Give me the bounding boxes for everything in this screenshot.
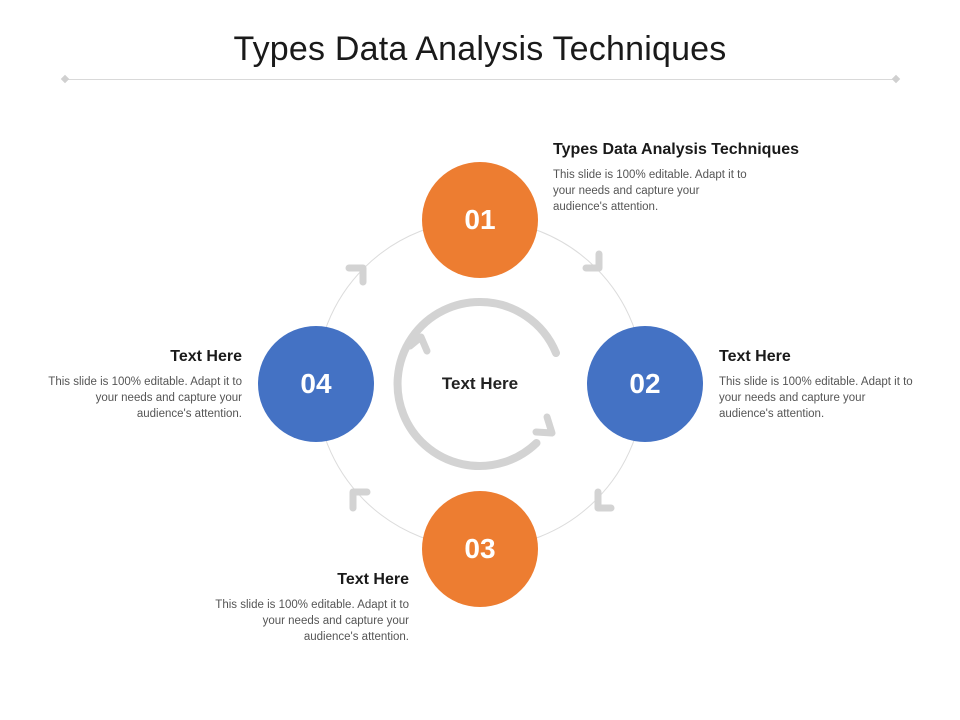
step-02-textbox: Text Here This slide is 100% editable. A… [719, 348, 919, 422]
step-02-description: This slide is 100% editable. Adapt it to… [719, 376, 913, 420]
step-03-description: This slide is 100% editable. Adapt it to… [215, 599, 409, 643]
step-03-circle: 03 [422, 491, 538, 607]
step-02-heading: Text Here [719, 348, 791, 365]
center-label: Text Here [441, 374, 519, 393]
slide-title: Types Data Analysis Techniques [233, 30, 727, 68]
center-cycle-arc-lower [393, 297, 541, 470]
center-cycle-arrowhead-right-icon [532, 413, 556, 437]
cycle-arrow-bottom-left-icon [349, 488, 371, 512]
title-divider [60, 74, 901, 84]
step-04-circle: 04 [258, 326, 374, 442]
step-01-description: This slide is 100% editable. Adapt it to… [553, 169, 747, 213]
step-04-description: This slide is 100% editable. Adapt it to… [48, 376, 242, 420]
step-01-circle: 01 [422, 162, 538, 278]
cycle-arrow-top-left-icon [345, 264, 367, 286]
cycle-arrow-top-right-icon [582, 250, 603, 272]
step-03-textbox: Text Here This slide is 100% editable. A… [209, 571, 409, 645]
step-03-heading: Text Here [337, 571, 409, 588]
step-02-circle: 02 [587, 326, 703, 442]
cycle-arrow-bottom-right-icon [594, 488, 615, 512]
step-01-heading: Types Data Analysis Techniques [553, 141, 800, 158]
step-04-heading: Text Here [170, 348, 242, 365]
center-cycle-arrowhead-left-icon [406, 333, 431, 355]
step-01-textbox: Types Data Analysis Techniques This slid… [553, 141, 800, 215]
center-cycle-arc-upper [476, 297, 560, 357]
step-04-textbox: Text Here This slide is 100% editable. A… [42, 348, 242, 422]
